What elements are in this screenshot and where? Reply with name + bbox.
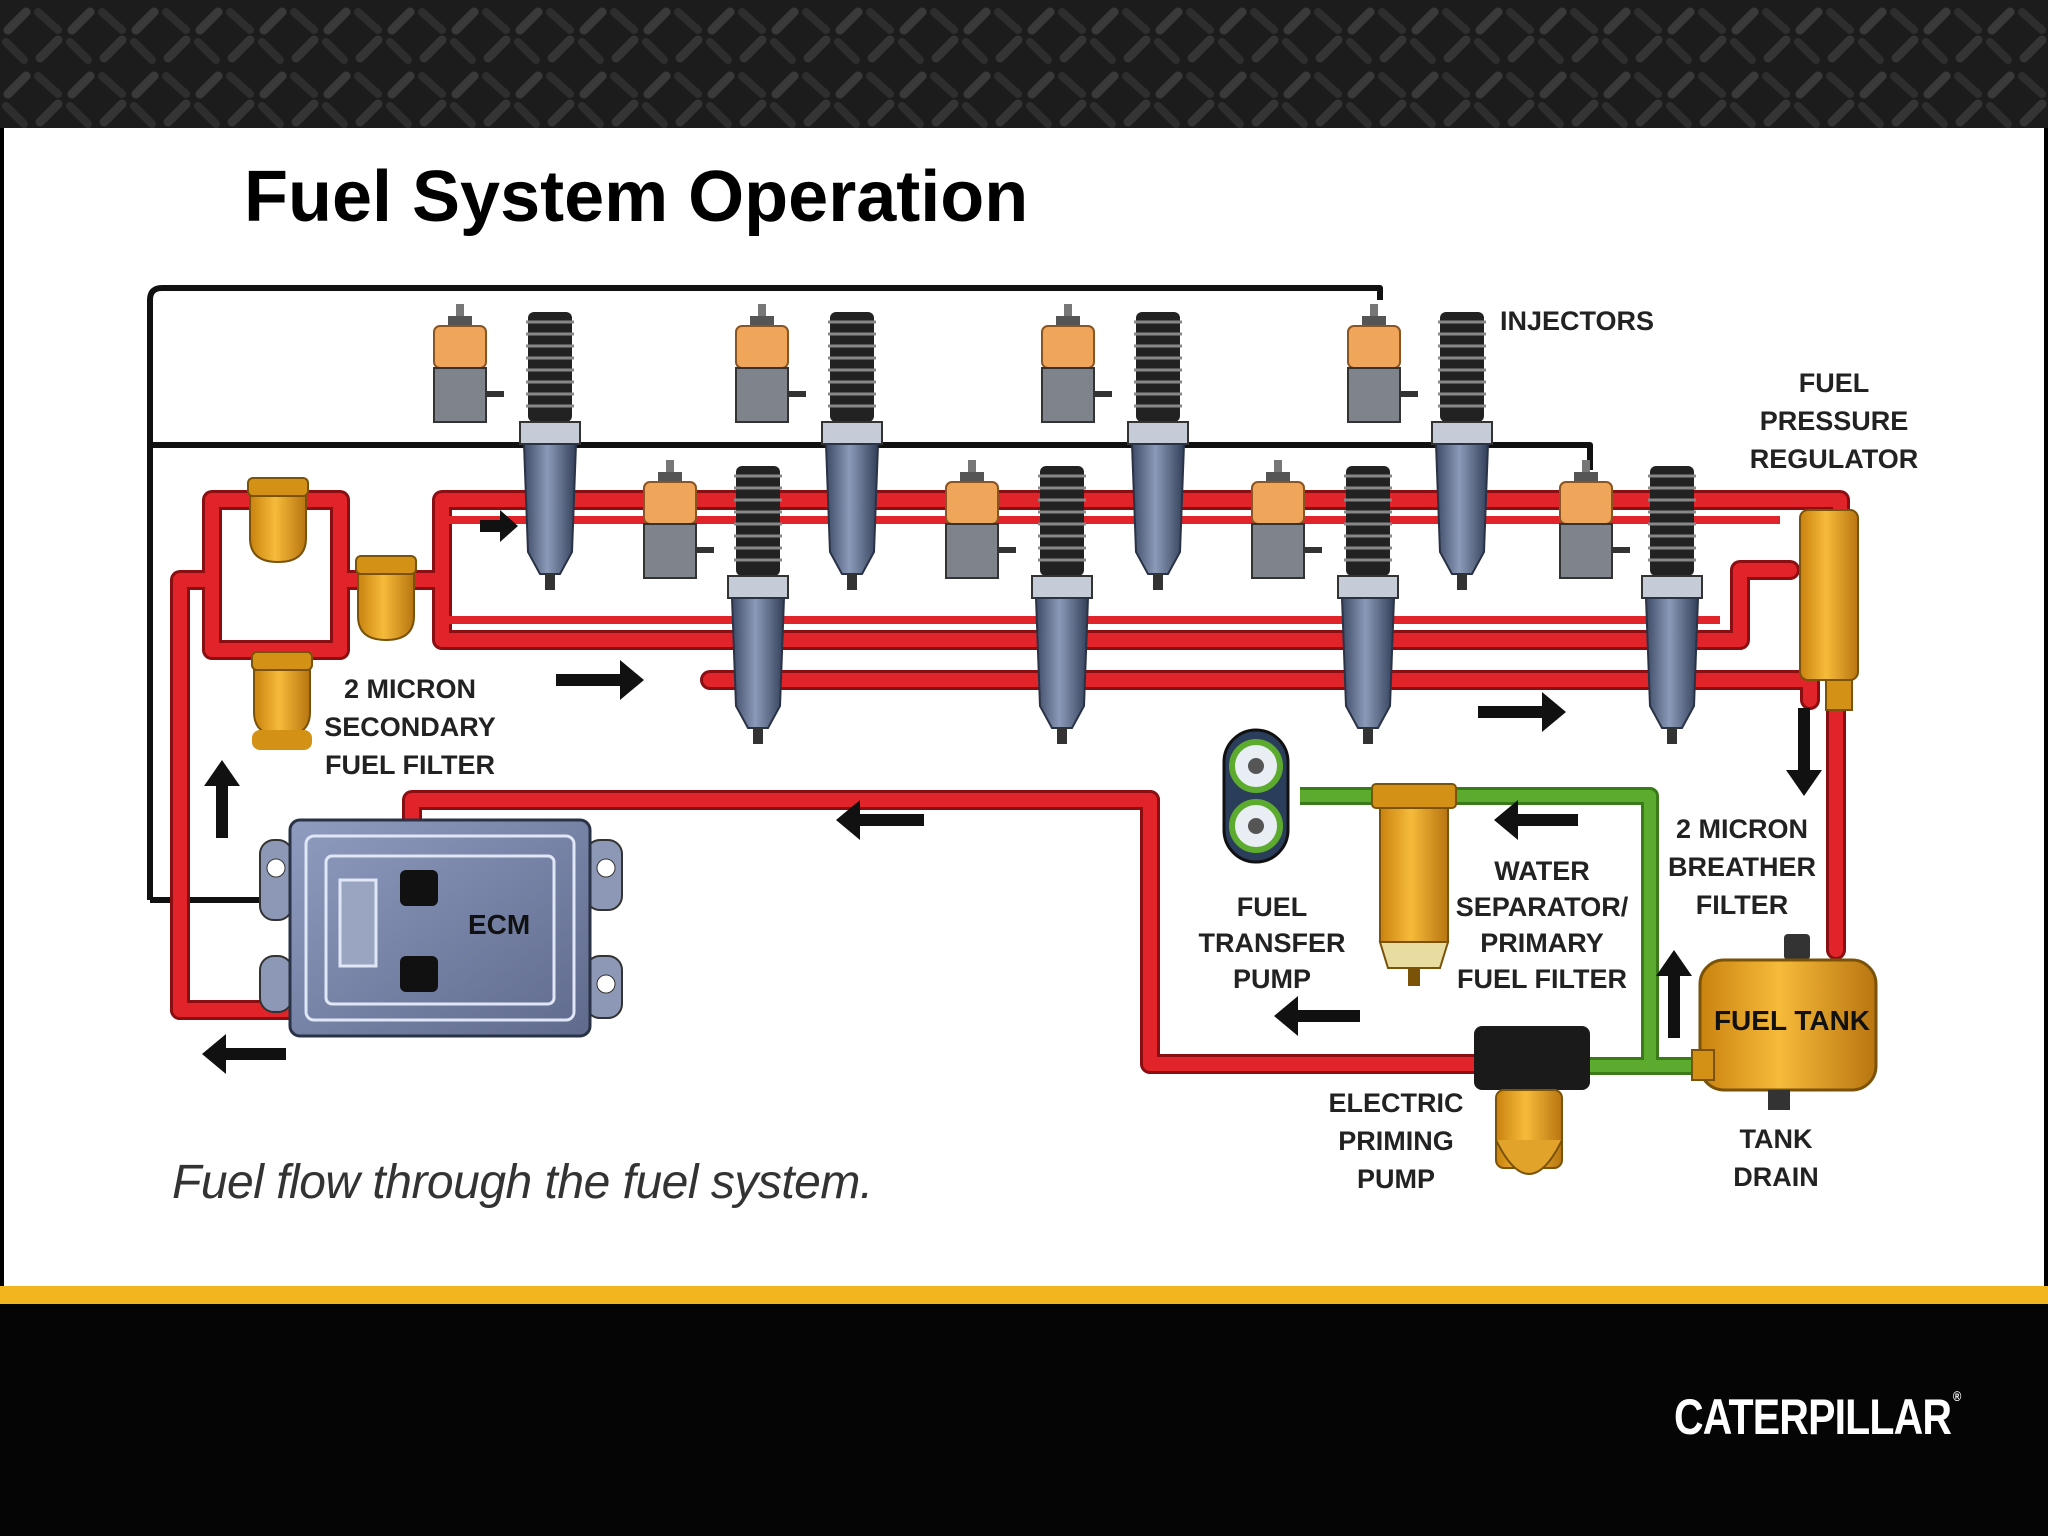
fuel-pressure-regulator-label: FUEL PRESSURE REGULATOR [1750,368,1919,474]
caterpillar-logo: CATERPILLAR® [1674,1388,1961,1445]
injectors-label: INJECTORS [1500,306,1654,336]
figure-caption: Fuel flow through the fuel system. [172,1156,873,1209]
tank-drain-label: TANK DRAIN [1733,1124,1819,1192]
fuel-tank-label: FUEL TANK [1714,1005,1870,1036]
secondary-fuel-filter-label: 2 MICRON SECONDARY FUEL FILTER [324,674,496,780]
svg-text:FILTER: FILTER [1696,890,1788,920]
breather-filter-label: 2 MICRON BREATHER FILTER [1668,814,1816,920]
svg-text:TANK: TANK [1740,1124,1813,1154]
svg-text:FUEL FILTER: FUEL FILTER [1457,964,1627,994]
svg-text:FUEL FILTER: FUEL FILTER [325,750,495,780]
electric-priming-pump-label: ELECTRIC PRIMING PUMP [1329,1088,1464,1194]
svg-text:SECONDARY: SECONDARY [324,712,496,742]
svg-text:PUMP: PUMP [1233,964,1311,994]
svg-text:TRANSFER: TRANSFER [1199,928,1346,958]
ecm-module [259,818,623,1038]
yellow-accent-rule [0,1286,2048,1304]
svg-text:REGULATOR: REGULATOR [1750,444,1919,474]
svg-text:PRESSURE: PRESSURE [1760,406,1909,436]
svg-text:PRIMARY: PRIMARY [1480,928,1604,958]
svg-text:DRAIN: DRAIN [1733,1162,1819,1192]
diamond-plate-header-band [0,0,2048,128]
slide-title: Fuel System Operation [244,157,1029,237]
svg-text:ELECTRIC: ELECTRIC [1329,1088,1464,1118]
svg-text:PRIMING: PRIMING [1338,1126,1454,1156]
svg-text:FUEL: FUEL [1237,892,1308,922]
svg-text:BREATHER: BREATHER [1668,852,1816,882]
svg-text:WATER: WATER [1494,856,1590,886]
water-separator-label: WATER SEPARATOR/ PRIMARY FUEL FILTER [1456,856,1629,994]
svg-text:FUEL: FUEL [1799,368,1870,398]
footer-band [0,1304,2048,1536]
svg-text:2 MICRON: 2 MICRON [344,674,476,704]
slide-content-area [4,128,2044,1286]
svg-text:2 MICRON: 2 MICRON [1676,814,1808,844]
fuel-transfer-pump-label: FUEL TRANSFER PUMP [1199,892,1346,994]
svg-text:PUMP: PUMP [1357,1164,1435,1194]
fuel-flow-diagram: INJECTORS FUEL PRESSURE REGULATOR 2 MICR… [147,285,1919,1194]
ecm-label: ECM [468,909,530,940]
svg-text:SEPARATOR/: SEPARATOR/ [1456,892,1629,922]
